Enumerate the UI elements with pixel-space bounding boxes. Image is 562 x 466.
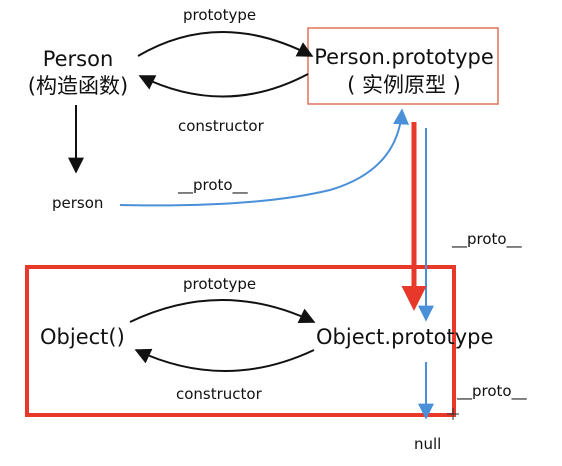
prototype-arrow-top bbox=[137, 31, 314, 57]
highlight-box bbox=[25, 265, 456, 417]
person-constructor-label: Person bbox=[43, 47, 114, 71]
person-instance-label: person bbox=[52, 194, 103, 212]
object-constructor-label: Object() bbox=[40, 325, 125, 349]
person-constructor-sublabel: (构造函数) bbox=[28, 74, 128, 98]
prototype-edge-label-top: prototype bbox=[183, 6, 256, 24]
proto-arrow-person bbox=[119, 108, 410, 207]
person-prototype-sublabel: ( 实例原型 ) bbox=[347, 73, 461, 97]
cursor-crosshair-icon bbox=[447, 408, 459, 420]
object-prototype-label: Object.prototype bbox=[316, 325, 493, 349]
proto-edge-label-bottom: __proto__ bbox=[456, 382, 527, 401]
constructor-edge-label-bottom: constructor bbox=[176, 385, 263, 403]
constructor-edge-label-top: constructor bbox=[178, 117, 265, 135]
constructor-arrow-bottom bbox=[134, 348, 315, 372]
null-label: null bbox=[414, 435, 441, 453]
proto-edge-label-right: __proto__ bbox=[451, 230, 522, 249]
person-prototype-label: Person.prototype bbox=[314, 45, 494, 69]
person-prototype-box bbox=[307, 27, 499, 105]
constructor-arrow-top bbox=[138, 73, 309, 98]
prototype-arrow-bottom bbox=[129, 299, 316, 324]
proto-edge-label-person: __proto__ bbox=[177, 176, 248, 195]
prototype-edge-label-bottom: prototype bbox=[183, 275, 256, 293]
